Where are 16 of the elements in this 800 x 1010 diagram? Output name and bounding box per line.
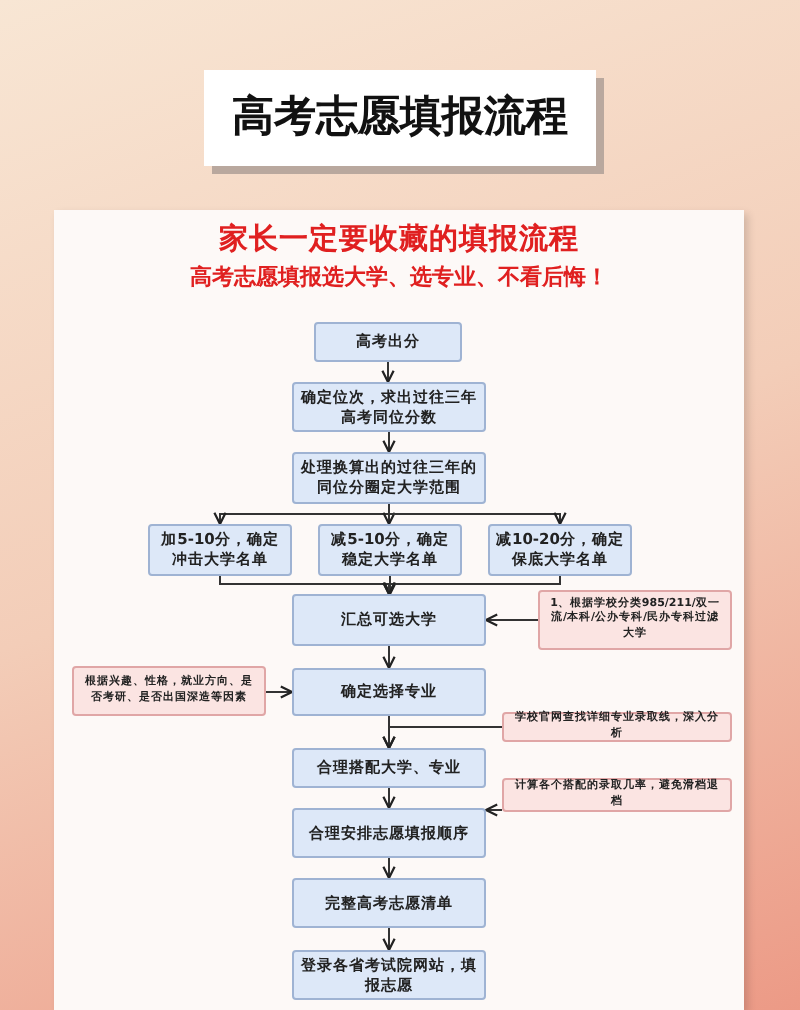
arrow: [381, 361, 395, 384]
title-banner: 高考志愿填报流程: [204, 70, 596, 166]
arrow: [484, 803, 503, 817]
arrow: [382, 927, 396, 952]
arrow: [265, 685, 294, 699]
arrow: [382, 645, 396, 670]
arrow: [382, 857, 396, 880]
arrow: [382, 575, 561, 596]
arrow: [382, 726, 503, 750]
arrow: [383, 575, 397, 596]
arrow: [382, 787, 396, 810]
arrow: [484, 613, 539, 627]
arrow: [388, 503, 567, 526]
arrow: [382, 431, 396, 454]
subtitle: 高考志愿填报选大学、选专业、不看后悔！: [188, 262, 610, 292]
subtitle: 家长一定要收藏的填报流程: [217, 220, 581, 258]
